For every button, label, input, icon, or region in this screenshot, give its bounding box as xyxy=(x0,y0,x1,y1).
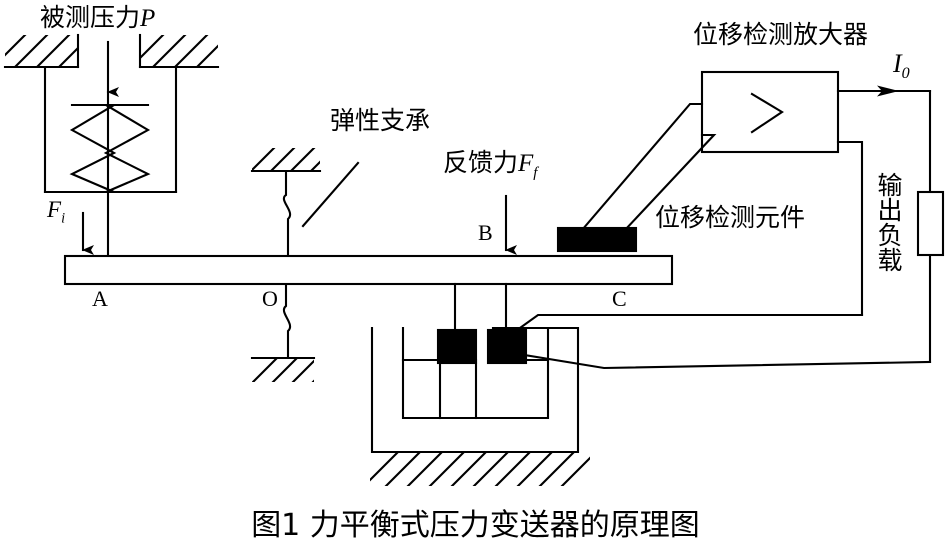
output-load-resistor xyxy=(916,190,945,257)
point-o-label: O xyxy=(262,286,278,311)
elastic-support-callout xyxy=(301,161,360,228)
fixed-wall-left xyxy=(5,35,78,67)
magnet-yoke-outer xyxy=(370,326,580,454)
feedback-force-subscript: f xyxy=(533,165,538,181)
feedback-force-text: 反馈力 xyxy=(443,148,519,177)
output-load-label: 输出负载 xyxy=(874,172,903,272)
bellows-corrugation-right xyxy=(102,103,151,194)
feedback-coil-right xyxy=(486,328,528,365)
figure-caption: 图1 力平衡式压力变送器的原理图 xyxy=(251,508,700,542)
fixed-wall-right xyxy=(140,35,218,67)
support-hatch-bottom xyxy=(252,358,314,382)
feedback-force-label: 反馈力Ff xyxy=(443,150,537,181)
detect-element-lead-lower xyxy=(623,133,717,232)
coil-wire-lower xyxy=(504,350,932,370)
feedback-coil-left xyxy=(436,328,478,365)
feedback-force-symbol: F xyxy=(518,150,534,177)
point-c-label: C xyxy=(612,286,627,311)
amplifier-symbol xyxy=(750,92,784,134)
elastic-support-flexure-top xyxy=(283,169,291,258)
measured-pressure-text: 被测压力 xyxy=(40,3,141,32)
displacement-detect-amplifier-label: 位移检测放大器 xyxy=(693,20,869,49)
input-force-subscript: i xyxy=(61,210,66,227)
input-force-symbol: F xyxy=(47,197,62,222)
support-hatch-top xyxy=(252,148,320,171)
elastic-support-label: 弹性支承 xyxy=(330,106,431,135)
displacement-detect-element-block xyxy=(556,226,638,253)
displacement-detect-element-label: 位移检测元件 xyxy=(655,203,806,232)
point-b-label: B xyxy=(478,220,493,245)
amplifier-box xyxy=(700,70,840,154)
input-force-label: Fi xyxy=(47,198,65,226)
measured-pressure-label: 被测压力P xyxy=(40,5,155,31)
point-a-label: A xyxy=(92,286,108,311)
amplifier-return-wire xyxy=(836,140,864,317)
measured-pressure-symbol: P xyxy=(140,5,156,32)
output-current-symbol: I xyxy=(893,49,902,78)
elastic-support-flexure-bottom xyxy=(283,282,291,360)
output-current-subscript: 0 xyxy=(901,65,910,83)
detect-element-lead-upper xyxy=(580,102,704,232)
base-ground-hatch xyxy=(370,452,590,486)
output-current-label: I0 xyxy=(893,51,910,82)
coil-wire-upper xyxy=(504,313,864,340)
balance-beam xyxy=(63,254,674,286)
